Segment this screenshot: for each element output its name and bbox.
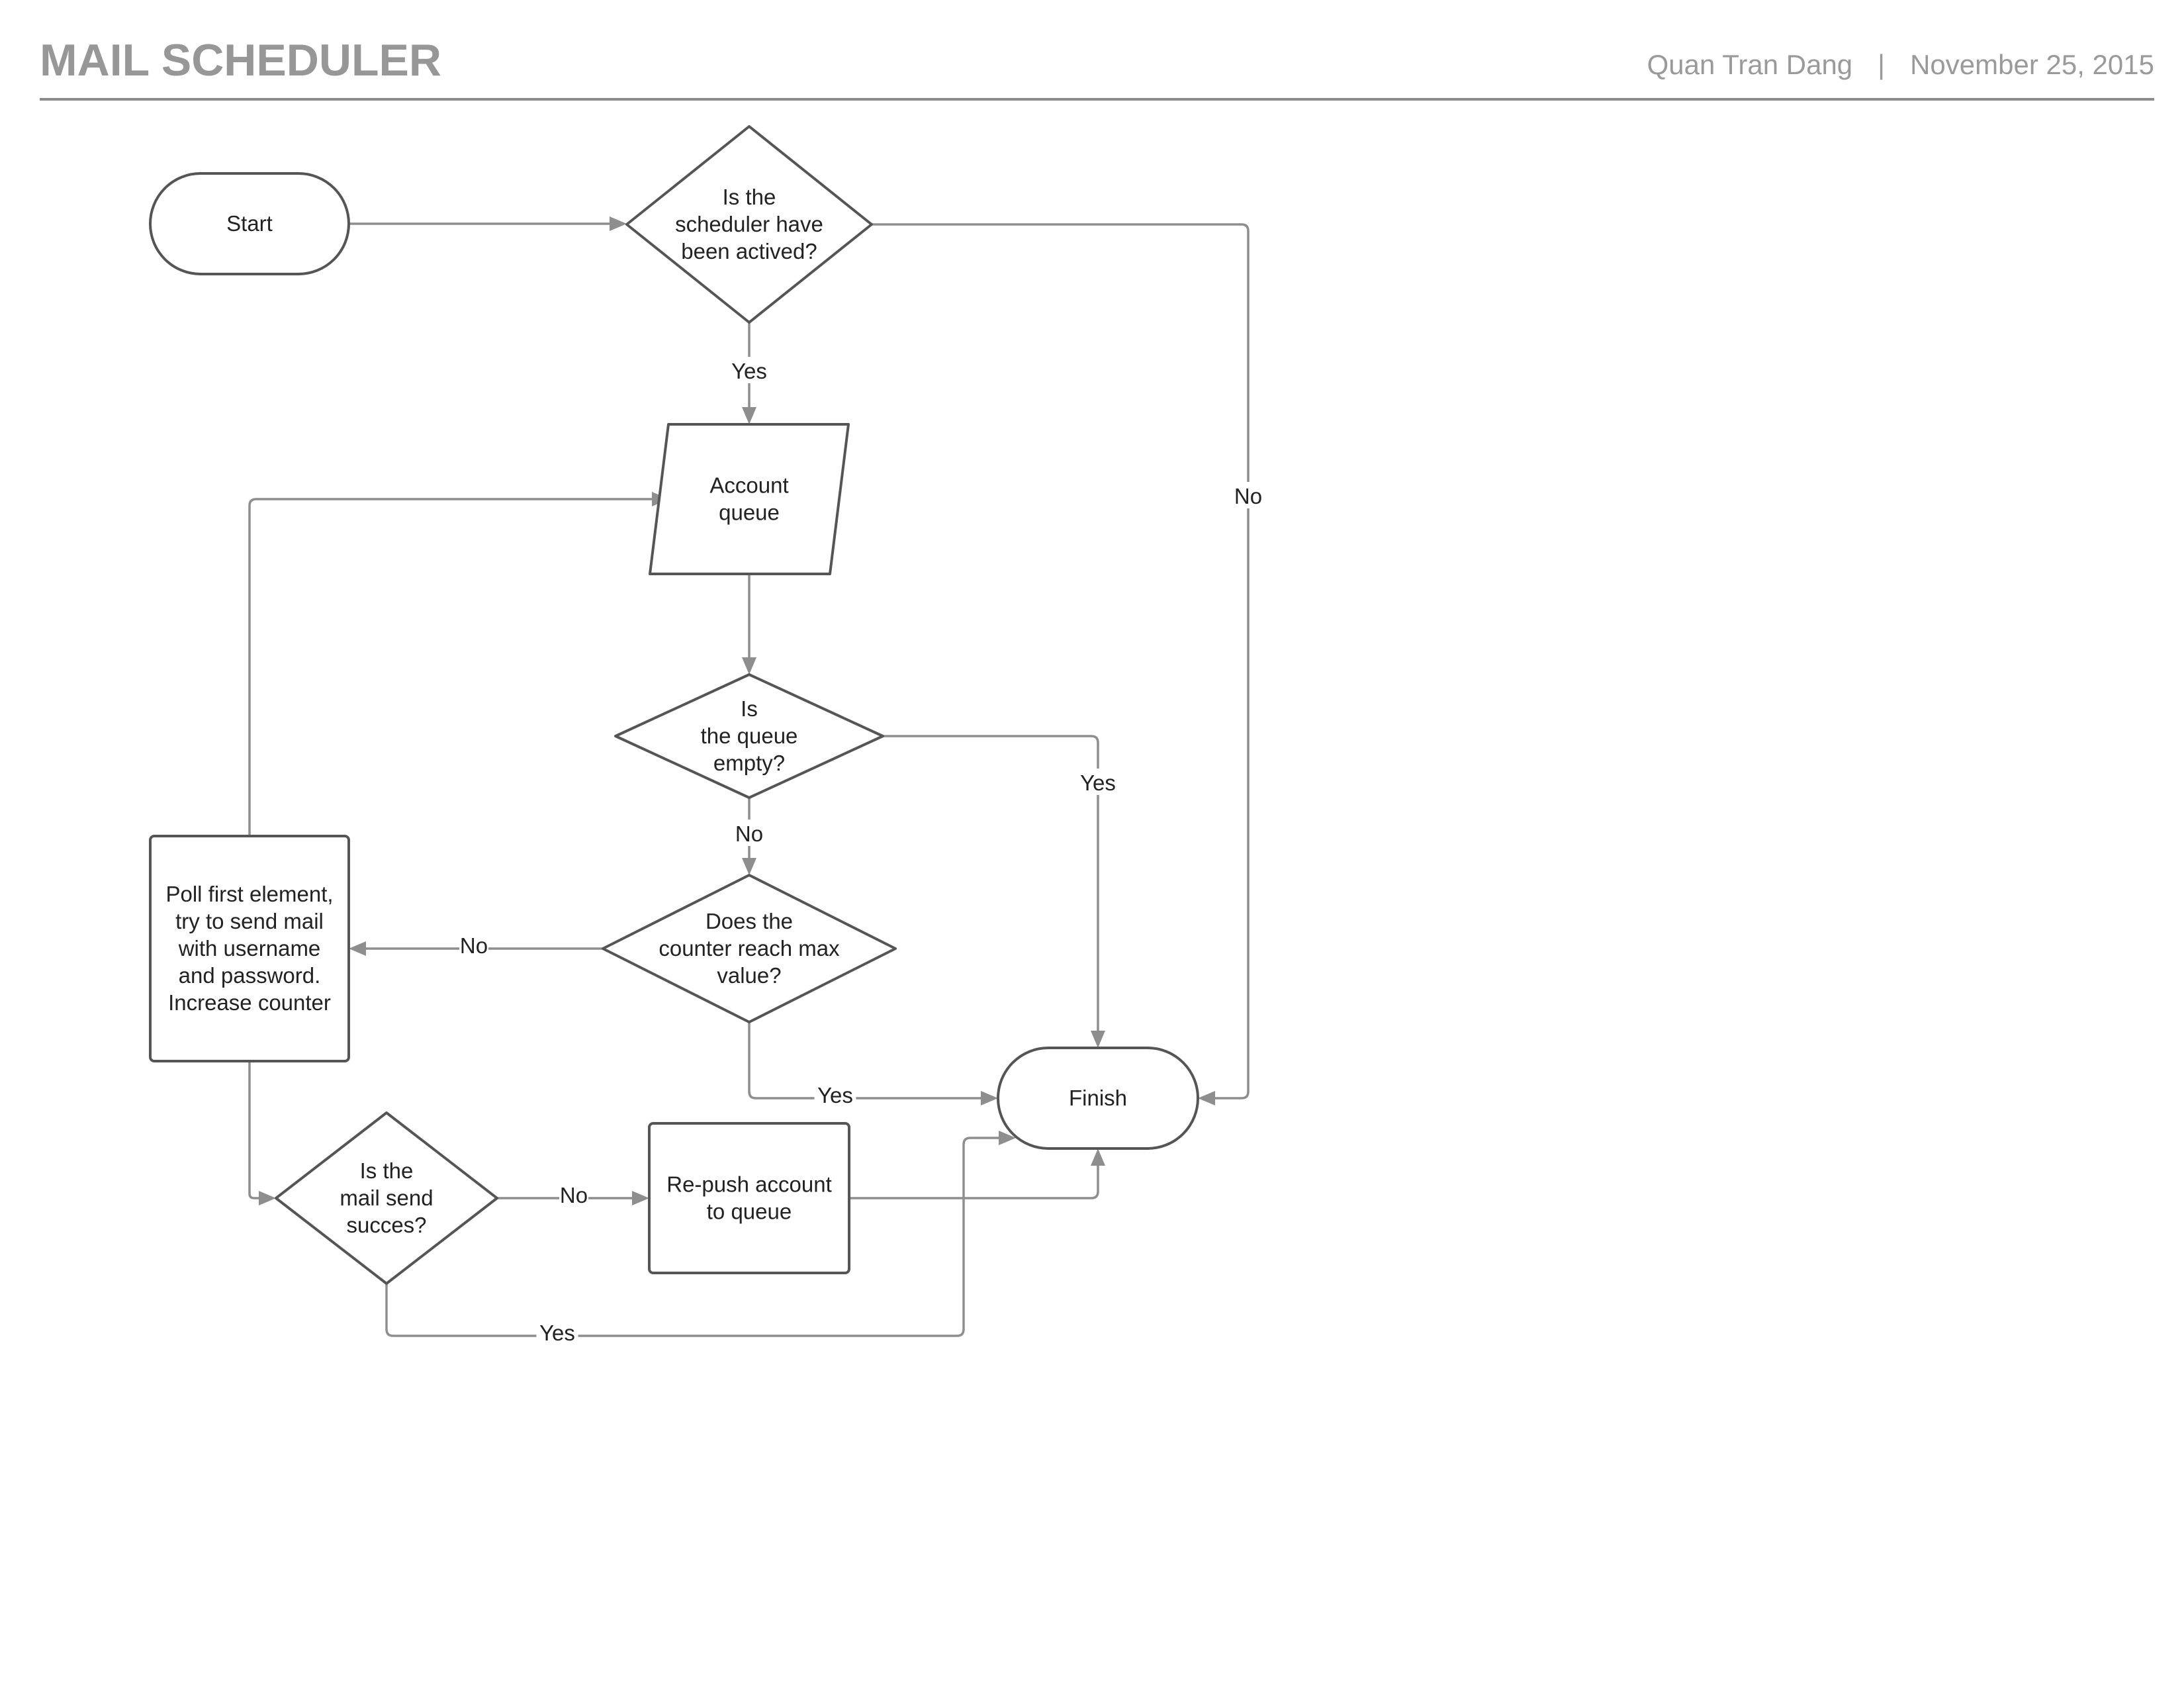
edge-label-background <box>728 357 770 383</box>
arrowhead-icon <box>742 657 756 675</box>
arrowhead-icon <box>259 1191 276 1205</box>
edge-active-no <box>872 223 1250 1105</box>
decision-diamond-shape <box>602 874 897 1023</box>
edge-queue-to-empty <box>742 574 756 675</box>
node-label-line: Re-push account <box>666 1172 831 1197</box>
node-label-line: with username <box>178 936 321 961</box>
arrowhead-icon <box>999 1131 1016 1145</box>
document-date: November 25, 2015 <box>1910 49 2154 80</box>
edge-label-background <box>735 820 764 846</box>
edge-poll-to-success <box>248 1061 276 1205</box>
node-queue-empty[interactable]: Is the queue empty? <box>614 673 884 799</box>
arrowhead-icon <box>1091 1031 1105 1048</box>
edge-label-yes: Yes <box>817 1083 853 1107</box>
node-label-line: Poll first element, <box>165 882 333 906</box>
edge-label-no: No <box>1234 484 1262 508</box>
edge-label-background <box>459 931 488 958</box>
edge-label-no: No <box>460 933 488 958</box>
edge-label-yes: Yes <box>1080 771 1116 795</box>
node-label-line: been actived? <box>681 239 817 263</box>
node-poll[interactable]: Poll first element, try to send mail with … <box>149 835 350 1062</box>
decision-diamond-shape <box>275 1111 498 1285</box>
node-label-line: scheduler have <box>675 212 823 236</box>
node-is-active[interactable]: Is the scheduler have been actived? <box>625 125 873 324</box>
edge-label-background <box>1077 769 1119 795</box>
edge-success-yes <box>385 1131 1016 1337</box>
node-label-line: Increase counter <box>168 990 331 1015</box>
connector-line <box>748 1022 981 1100</box>
edge-label-yes: Yes <box>731 359 767 383</box>
page-title: MAIL SCHEDULER <box>40 35 441 85</box>
node-label-line: counter reach max <box>659 936 840 961</box>
connectors-layer <box>248 216 1250 1337</box>
node-label-line: succes? <box>346 1213 426 1237</box>
header-meta: Quan Tran Dang | November 25, 2015 <box>1647 49 2154 81</box>
node-mail-success[interactable]: Is the mail send succes? <box>275 1111 498 1285</box>
edge-label-yes: Yes <box>539 1321 575 1345</box>
node-label-line: Does the <box>705 909 793 933</box>
edge-empty-yes <box>883 735 1105 1048</box>
edge-poll-to-queue <box>248 492 669 836</box>
arrowhead-icon <box>632 1191 649 1205</box>
node-label-line: Is <box>741 696 758 721</box>
node-label-line: value? <box>717 963 781 988</box>
arrowhead-icon <box>610 216 627 231</box>
node-label-line: and password. <box>179 963 321 988</box>
edge-label-background <box>559 1181 588 1207</box>
node-label-line: Is the <box>723 185 776 209</box>
header-separator: | <box>1878 49 1886 80</box>
connector-line <box>248 498 652 836</box>
process-box-shape <box>648 1122 850 1274</box>
arrowhead-icon <box>1198 1091 1215 1105</box>
node-start[interactable]: Start <box>149 172 350 275</box>
node-label-line: Finish <box>1069 1086 1127 1110</box>
header-divider <box>40 98 2154 101</box>
node-finish[interactable]: Finish <box>997 1047 1199 1150</box>
page-header: MAIL SCHEDULER Quan Tran Dang | November 2… <box>40 26 2154 101</box>
edge-label-background <box>814 1081 856 1107</box>
edge-label-no: No <box>560 1183 588 1207</box>
edge-label-background <box>536 1319 578 1345</box>
decision-diamond-shape <box>614 673 884 799</box>
edge-counter-yes <box>748 1022 998 1105</box>
node-label-line: try to send mail <box>175 909 324 933</box>
node-label-line: the queue <box>701 724 798 748</box>
arrowhead-icon <box>981 1091 998 1105</box>
node-label-line: mail send <box>340 1186 433 1210</box>
shapes-layer: Start Is the scheduler have been actived? Ac… <box>149 125 1199 1285</box>
data-parallelogram-shape <box>649 423 850 575</box>
node-label-line: Account <box>709 473 788 498</box>
node-label-line: to queue <box>707 1199 792 1224</box>
arrowhead-icon <box>742 407 756 424</box>
terminator-shape <box>997 1047 1199 1150</box>
process-box-shape <box>149 835 350 1062</box>
connector-line <box>883 735 1099 1031</box>
arrowhead-icon <box>349 941 366 956</box>
node-label-line: Is the <box>360 1158 414 1183</box>
connector-line <box>248 1061 259 1199</box>
author-name: Quan Tran Dang <box>1647 49 1853 80</box>
node-label-line: queue <box>719 500 780 525</box>
edge-label-no: No <box>735 821 763 846</box>
node-label-line: Start <box>226 211 273 236</box>
arrowhead-icon <box>742 858 756 875</box>
arrowhead-icon <box>1091 1149 1105 1166</box>
terminator-shape <box>149 172 350 275</box>
node-label-line: empty? <box>713 751 785 775</box>
edge-repush-to-finish <box>849 1149 1105 1199</box>
edge-label-background <box>1234 482 1263 508</box>
decision-diamond-shape <box>625 125 873 324</box>
connector-line <box>872 223 1250 1100</box>
connector-line <box>385 1137 999 1337</box>
connector-line <box>849 1166 1099 1199</box>
edge-start-to-active <box>349 216 627 231</box>
